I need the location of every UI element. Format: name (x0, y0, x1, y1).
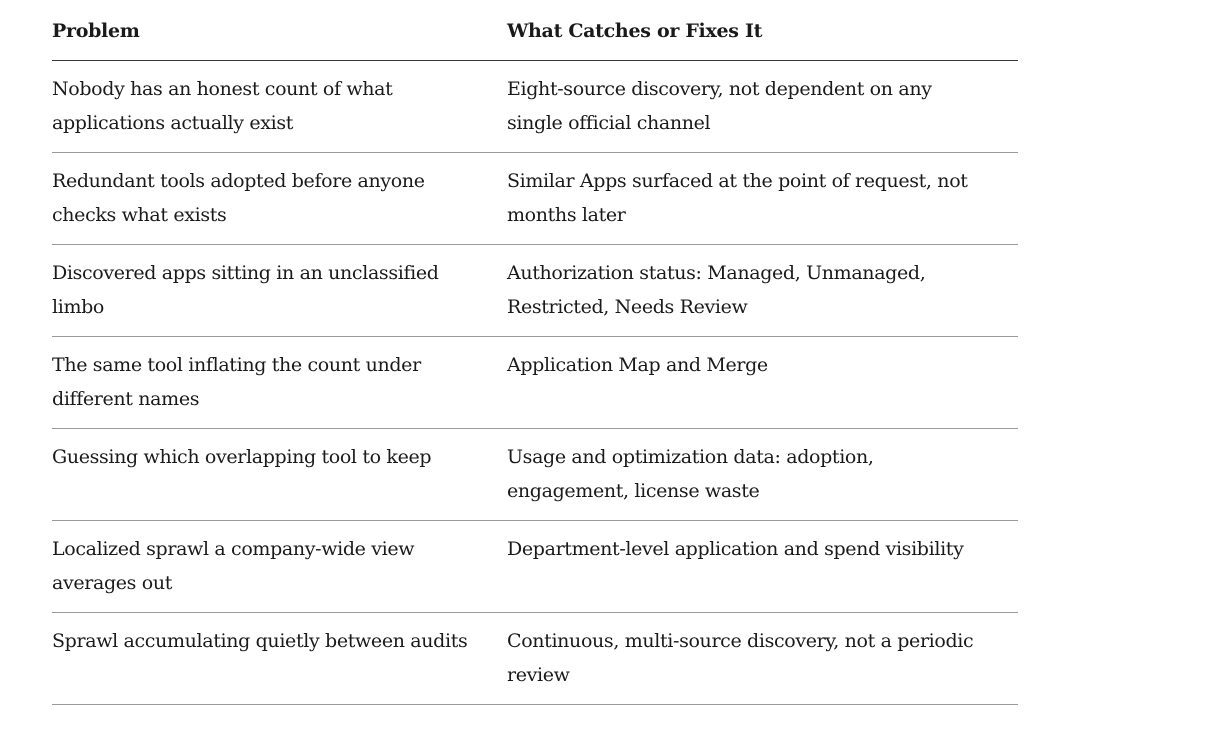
table-body: Nobody has an honest count of what appli… (52, 60, 1018, 705)
header-what-catches-or-fixes-it: What Catches or Fixes It (507, 0, 1018, 61)
solution-cell: Application Map and Merge (507, 336, 1018, 429)
problem-cell: Nobody has an honest count of what appli… (52, 60, 507, 153)
problem-cell: The same tool inflating the count under … (52, 336, 507, 429)
solution-cell: Authorization status: Managed, Unmanaged… (507, 244, 1018, 337)
table-row: Nobody has an honest count of what appli… (52, 60, 1018, 153)
table-row: Discovered apps sitting in an unclassifi… (52, 244, 1018, 337)
problem-solution-table: Problem What Catches or Fixes It Nobody … (52, 0, 1018, 705)
table-row: Guessing which overlapping tool to keep … (52, 428, 1018, 521)
problem-solution-table-container: Problem What Catches or Fixes It Nobody … (52, 0, 1018, 705)
table-row: The same tool inflating the count under … (52, 336, 1018, 429)
solution-cell: Department-level application and spend v… (507, 520, 1018, 613)
solution-cell: Similar Apps surfaced at the point of re… (507, 152, 1018, 245)
table-row: Localized sprawl a company-wide view ave… (52, 520, 1018, 613)
problem-cell: Sprawl accumulating quietly between audi… (52, 612, 507, 705)
header-problem: Problem (52, 0, 507, 61)
table-row: Redundant tools adopted before anyone ch… (52, 152, 1018, 245)
problem-cell: Localized sprawl a company-wide view ave… (52, 520, 507, 613)
problem-cell: Discovered apps sitting in an unclassifi… (52, 244, 507, 337)
solution-cell: Continuous, multi-source discovery, not … (507, 612, 1018, 705)
problem-cell: Guessing which overlapping tool to keep (52, 428, 507, 521)
table-header: Problem What Catches or Fixes It (52, 0, 1018, 61)
solution-cell: Usage and optimization data: adoption, e… (507, 428, 1018, 521)
solution-cell: Eight-source discovery, not dependent on… (507, 60, 1018, 153)
problem-cell: Redundant tools adopted before anyone ch… (52, 152, 507, 245)
table-header-row: Problem What Catches or Fixes It (52, 0, 1018, 61)
table-row: Sprawl accumulating quietly between audi… (52, 612, 1018, 705)
